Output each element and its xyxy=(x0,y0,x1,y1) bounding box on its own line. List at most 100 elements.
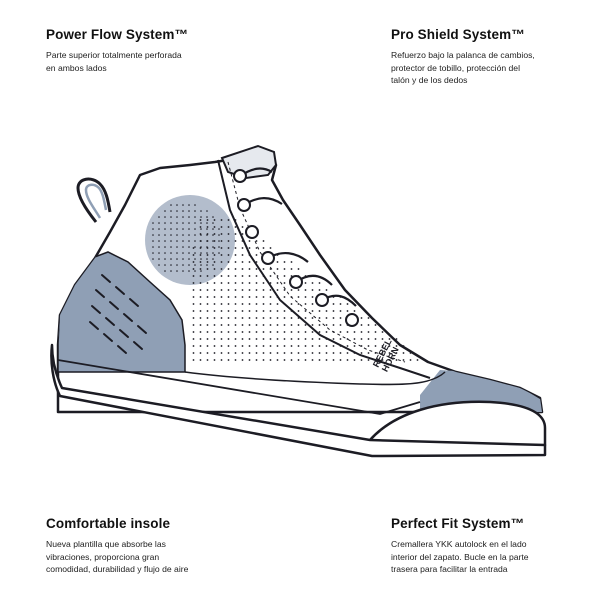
perforation-dot xyxy=(192,331,195,333)
perforation-dot xyxy=(234,345,237,347)
perforation-dot xyxy=(325,352,328,354)
perforation-dot xyxy=(182,252,184,254)
perforation-dot xyxy=(318,359,321,361)
perforation-dot xyxy=(283,317,286,319)
perforation-dot xyxy=(199,289,202,291)
perforation-dot xyxy=(325,310,328,312)
perforation-dot xyxy=(170,258,172,260)
perforation-dot xyxy=(283,282,286,284)
perforation-dot xyxy=(206,216,208,218)
eyelets xyxy=(233,169,359,327)
perforation-dot xyxy=(262,345,265,347)
perforation-dot xyxy=(188,234,190,236)
perforation-dot xyxy=(381,359,384,361)
perforation-dot xyxy=(192,352,195,354)
sole-band xyxy=(57,359,421,415)
perforation-dot xyxy=(241,324,244,326)
perforation-dot xyxy=(206,310,209,312)
perforation-dot xyxy=(206,219,209,221)
perforation-dot xyxy=(220,233,223,235)
eyelet xyxy=(315,293,329,307)
perforation-dot xyxy=(395,345,398,347)
perforation-dot xyxy=(199,268,202,270)
perforation-dot xyxy=(182,216,184,218)
perforation-dot xyxy=(206,264,208,266)
perforation-dot xyxy=(227,331,230,333)
perforation-dot xyxy=(276,352,279,354)
perforation-dot xyxy=(192,359,195,361)
perforation-dot xyxy=(218,246,220,248)
perforation-dot xyxy=(304,317,307,319)
perforation-dot xyxy=(283,310,286,312)
perforation-dot xyxy=(304,303,307,305)
perforation-dot xyxy=(206,303,209,305)
perforation-dot xyxy=(188,216,190,218)
perforation-dot xyxy=(227,254,230,256)
perforation-dot xyxy=(325,359,328,361)
perforation-dot xyxy=(283,331,286,333)
perforation-dot xyxy=(297,303,300,305)
feature-line: talón y de los dedos xyxy=(391,75,468,86)
perforation-dot xyxy=(290,289,293,291)
perforation-dot xyxy=(276,289,279,291)
perforation-dot xyxy=(353,310,356,312)
perforation-dot xyxy=(353,331,356,333)
perforation-dot xyxy=(199,282,202,284)
perforation-dot xyxy=(199,338,202,340)
perforation-dot xyxy=(409,352,412,354)
perforation-dot xyxy=(304,324,307,326)
feature-title: Perfect Fit System™ xyxy=(391,516,525,531)
perforation-dot xyxy=(332,310,335,312)
perforation-dot xyxy=(213,345,216,347)
perforation-dot xyxy=(182,204,184,206)
perforation-dot xyxy=(234,226,237,228)
feature-title: Comfortable insole xyxy=(46,516,171,531)
perforation-dot xyxy=(241,261,244,263)
perforation-dot xyxy=(200,210,202,212)
perforation-dot xyxy=(206,352,209,354)
perforation-dot xyxy=(388,345,391,347)
perforation-dot xyxy=(206,258,208,260)
feature-description: Nueva plantilla que absorbe las vibracio… xyxy=(46,538,226,576)
perforation-dot xyxy=(213,324,216,326)
eyelet xyxy=(345,313,359,327)
eyestay xyxy=(217,159,431,379)
perforation-dot xyxy=(297,296,300,298)
feature-description: Parte superior totalmente perforada en a… xyxy=(46,49,246,74)
perforation-dot xyxy=(192,282,195,284)
perforation-dot xyxy=(234,296,237,298)
perforation-dot xyxy=(199,303,202,305)
perforation-dot xyxy=(188,258,190,260)
perforation-dot xyxy=(164,252,166,254)
perforation-dot xyxy=(318,345,321,347)
perforation-dot xyxy=(170,246,172,248)
heel-loop xyxy=(76,177,112,223)
perforation-dot xyxy=(206,254,209,256)
perforation-dot xyxy=(206,210,208,212)
perforation-dot xyxy=(283,296,286,298)
perforation-dot xyxy=(269,345,272,347)
perforation-dot xyxy=(213,359,216,361)
perforation-dot xyxy=(152,234,154,236)
perforation-dot xyxy=(395,352,398,354)
feature-power-flow: Power Flow System™ Parte superior totalm… xyxy=(46,27,246,74)
perforation-dot xyxy=(206,246,208,248)
perforation-dot xyxy=(194,270,196,272)
perforation-dot xyxy=(360,324,363,326)
perforation-dot xyxy=(194,246,196,248)
perforation-dot xyxy=(192,289,195,291)
perforation-dot xyxy=(311,338,314,340)
perforation-dot xyxy=(269,275,272,277)
perforation-dot xyxy=(332,352,335,354)
perforation-dot xyxy=(194,222,196,224)
perforation-dot xyxy=(262,331,265,333)
perforation-dot xyxy=(241,268,244,270)
perforation-dot xyxy=(290,331,293,333)
perforation-dot xyxy=(346,310,349,312)
perforation-dot xyxy=(200,240,202,242)
perforation-dot xyxy=(213,261,216,263)
perforation-dot xyxy=(199,359,202,361)
feature-line: trasera para facilitar la entrada xyxy=(391,564,508,575)
perforation-dot xyxy=(248,275,251,277)
perforation-dot xyxy=(241,275,244,277)
